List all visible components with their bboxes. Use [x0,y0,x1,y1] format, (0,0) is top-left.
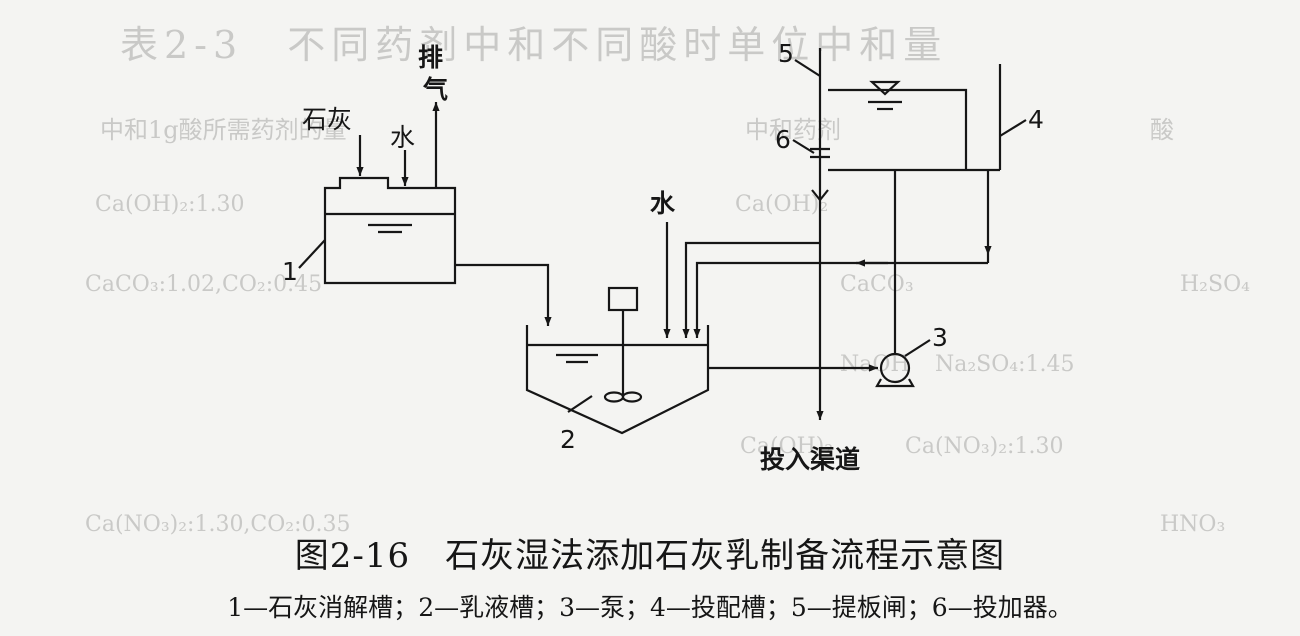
bleed-col-acid: 酸 [1150,116,1174,144]
pipe-tank1-to-tank2 [455,263,552,326]
bleed-row-4: Ca(OH)₂ [740,434,834,459]
agitator [603,286,643,403]
bleed-row-6: HNO₃ [1160,512,1226,537]
bleed-row-9: Na₂SO₄:1.45 [935,352,1075,377]
figure-caption: 图2-16 石灰湿法添加石灰乳制备流程示意图 [294,536,1006,576]
figure-legend: 1—石灰消解槽；2—乳液槽；3—泵；4—投配槽；5—提板闸；6—投加器。 [227,593,1073,622]
label-number-5: 5 [778,39,794,68]
bleed-row-1: Ca(OH)₂ [735,192,829,217]
tank2-leader [567,395,593,413]
bleed-row-2: CaCO₃ [840,272,914,297]
label-exhaust-1: 排 [418,43,443,72]
dosing-dispenser [810,147,830,201]
pump [875,352,915,388]
label-water-mid: 水 [650,189,676,218]
label-water-top: 水 [390,123,415,152]
dosing-tank [828,64,1002,172]
tank1-leader [298,239,326,269]
pipe-return-upper [682,241,820,338]
label-lime: 石灰 [302,105,352,134]
bleed-row-5: H₂SO₄ [1180,272,1250,297]
dispenser-leader [792,139,815,154]
label-number-6: 6 [775,125,791,154]
lime-slaking-tank [323,176,457,285]
bleed-row-11: Ca(NO₃)₂:1.30,CO₂:0.35 [85,512,351,537]
label-exhaust-2: 气 [422,75,448,104]
bleed-row-8: CaCO₃:1.02,CO₂:0.45 [85,272,323,297]
pipe-return-lower [693,261,988,338]
label-number-3: 3 [932,323,948,352]
label-number-1: 1 [282,257,298,286]
bleed-table-title: 表2-3 不同药剂中和不同酸时单位中和量 [120,23,948,67]
bleed-col-agent: 中和药剂 [745,116,841,144]
pump-leader [904,339,931,357]
label-number-4: 4 [1028,105,1044,134]
dosing-tank-leader [999,119,1027,137]
bleed-row-7: Ca(OH)₂:1.30 [95,192,245,217]
label-discharge: 投入渠道 [760,445,860,474]
label-number-2: 2 [560,425,576,454]
milk-tank [525,325,710,435]
sluice-gate-leader [794,59,821,77]
bleed-col-amount: 中和1g酸所需药剂的量 [100,116,347,144]
bleed-row-10: Ca(NO₃)₂:1.30 [905,434,1064,459]
